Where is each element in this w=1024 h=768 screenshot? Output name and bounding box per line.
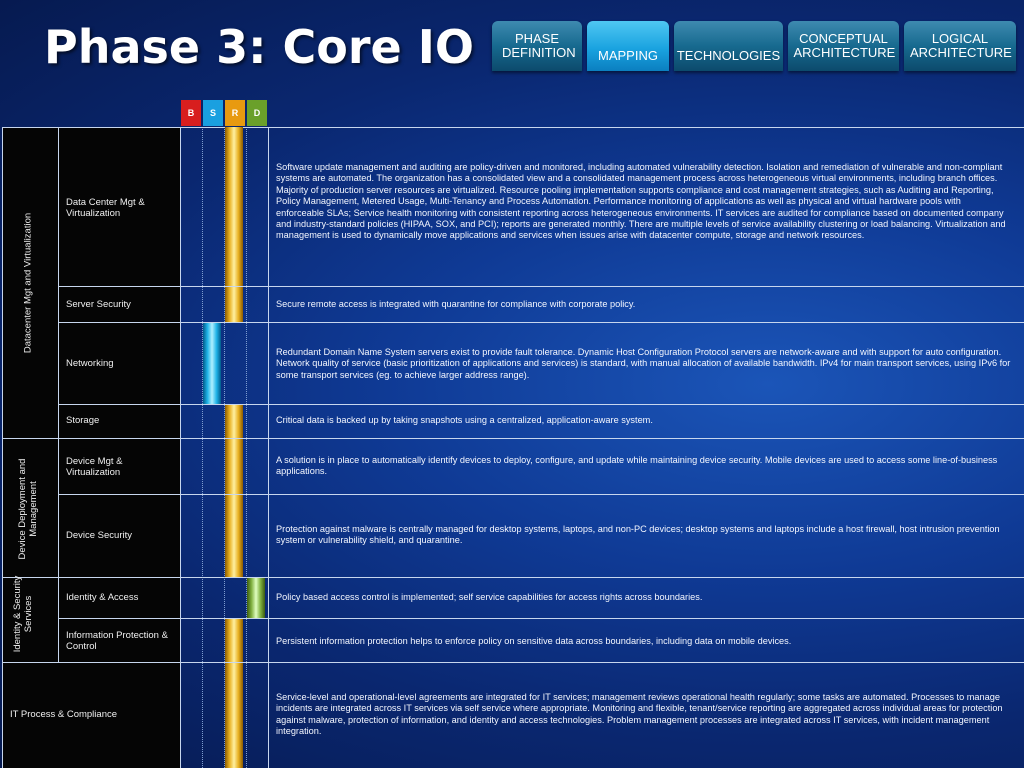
tab-label: TECHNOLOGIES bbox=[676, 48, 781, 63]
category-label: Storage bbox=[66, 415, 100, 426]
legend-label: S bbox=[209, 108, 216, 118]
row-description: Secure remote access is integrated with … bbox=[276, 299, 636, 309]
row-description: Protection against malware is centrally … bbox=[276, 524, 1000, 546]
category-label: Server Security bbox=[66, 299, 131, 310]
tab-logical-architecture[interactable]: LOGICAL ARCHITECTURE bbox=[904, 21, 1016, 71]
level-bar-standardized bbox=[203, 323, 221, 404]
row-description: A solution is in place to automatically … bbox=[276, 455, 998, 477]
tab-technologies[interactable]: TECHNOLOGIES bbox=[674, 21, 783, 71]
legend-label: D bbox=[253, 108, 261, 118]
category-label: Device Security bbox=[66, 530, 132, 541]
row-description: Redundant Domain Name System servers exi… bbox=[276, 347, 1011, 380]
tab-conceptual-architecture[interactable]: CONCEPTUAL ARCHITECTURE bbox=[788, 21, 899, 71]
maturity-grid: Datacenter Mgt and Virtualization Device… bbox=[2, 127, 1024, 768]
legend-label: R bbox=[231, 108, 239, 118]
category-label: Data Center Mgt & Virtualization bbox=[66, 197, 145, 219]
row-description: Software update management and auditing … bbox=[276, 162, 1006, 241]
legend-standardized: S bbox=[203, 100, 223, 126]
legend-rationalized: R bbox=[225, 100, 245, 126]
tab-label: LOGICAL ARCHITECTURE bbox=[910, 31, 1012, 60]
legend-basic: B bbox=[181, 100, 201, 126]
process-cell bbox=[2, 662, 180, 768]
tab-label: CONCEPTUAL ARCHITECTURE bbox=[793, 31, 896, 60]
level-bar-rationalized bbox=[225, 439, 243, 494]
category-label: Information Protection & Control bbox=[66, 630, 168, 652]
tab-mapping[interactable]: MAPPING bbox=[587, 21, 669, 71]
tab-phase-definition[interactable]: PHASE DEFINITION bbox=[492, 21, 582, 71]
row-description: Service-level and operational-level agre… bbox=[276, 692, 1003, 737]
level-bar-rationalized bbox=[225, 287, 243, 322]
group-column bbox=[2, 127, 58, 662]
level-bar-rationalized bbox=[225, 663, 243, 768]
group-device: Device Deployment and Management bbox=[17, 458, 39, 560]
row-description: Policy based access control is implement… bbox=[276, 592, 703, 602]
level-bar-rationalized bbox=[225, 619, 243, 662]
category-label: Networking bbox=[66, 358, 114, 369]
level-bar-rationalized bbox=[225, 127, 243, 286]
group-datacenter: Datacenter Mgt and Virtualization bbox=[22, 212, 34, 354]
row-description: Critical data is backed up by taking sna… bbox=[276, 415, 653, 425]
group-identity: Identity & Security Services bbox=[12, 575, 34, 653]
level-bar-dynamic bbox=[247, 578, 265, 618]
row-description: Persistent information protection helps … bbox=[276, 636, 792, 646]
level-bar-rationalized bbox=[225, 495, 243, 577]
page-title: Phase 3: Core IO bbox=[44, 20, 474, 74]
level-bar-rationalized bbox=[225, 405, 243, 438]
category-label: Device Mgt & Virtualization bbox=[66, 456, 123, 478]
category-label: Identity & Access bbox=[66, 592, 139, 603]
tab-label: PHASE DEFINITION bbox=[502, 31, 576, 60]
category-column bbox=[58, 127, 180, 662]
tab-label: MAPPING bbox=[598, 48, 658, 63]
legend-label: B bbox=[187, 108, 195, 118]
category-label: IT Process & Compliance bbox=[10, 709, 118, 720]
legend-dynamic: D bbox=[247, 100, 267, 126]
